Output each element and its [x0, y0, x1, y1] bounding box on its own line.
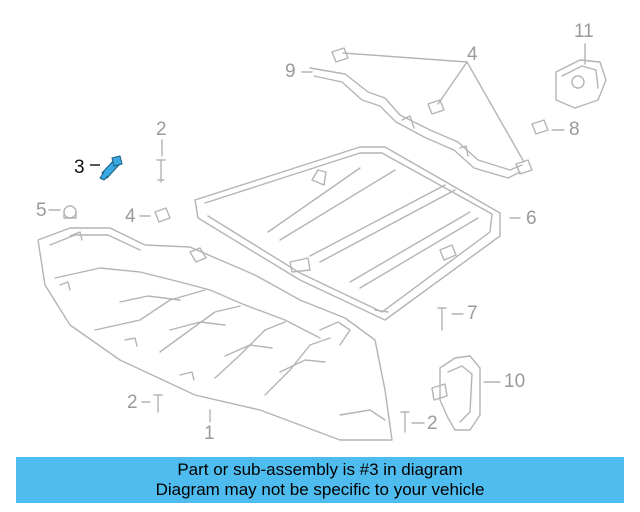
callout-6: 6 — [526, 208, 537, 229]
bolts-part2 — [153, 159, 410, 433]
callout-2: 2 — [127, 392, 138, 413]
callout-2: 2 — [427, 413, 438, 434]
mount-bracket-part11 — [555, 59, 607, 109]
banner-line-part-number: Part or sub-assembly is #3 in diagram — [177, 460, 463, 479]
leader-lines — [48, 43, 586, 424]
grommet-part5 — [63, 205, 77, 219]
parts-diagram — [37, 43, 607, 441]
callout-5: 5 — [36, 200, 47, 221]
callout-4: 4 — [467, 44, 478, 65]
lower-skid-plate — [37, 227, 393, 441]
callout-2: 2 — [156, 119, 167, 140]
callout-3: 3 — [74, 157, 85, 178]
bolt-part7 — [437, 307, 447, 331]
info-banner: Part or sub-assembly is #3 in diagram Di… — [16, 457, 624, 503]
highlighted-bolt-part3 — [90, 155, 123, 181]
callout-7: 7 — [467, 303, 478, 324]
support-strip — [309, 67, 523, 179]
banner-line-disclaimer: Diagram may not be specific to your vehi… — [155, 480, 485, 499]
callout-1: 1 — [204, 423, 215, 444]
callout-10: 10 — [504, 371, 526, 392]
callout-11: 11 — [574, 21, 594, 42]
callout-4: 4 — [125, 206, 136, 227]
bracket-part10 — [431, 355, 481, 431]
clip-nut-part8 — [531, 119, 549, 135]
splash-shield-tray — [194, 146, 501, 321]
callout-9: 9 — [285, 61, 296, 82]
callout-8: 8 — [569, 119, 580, 140]
